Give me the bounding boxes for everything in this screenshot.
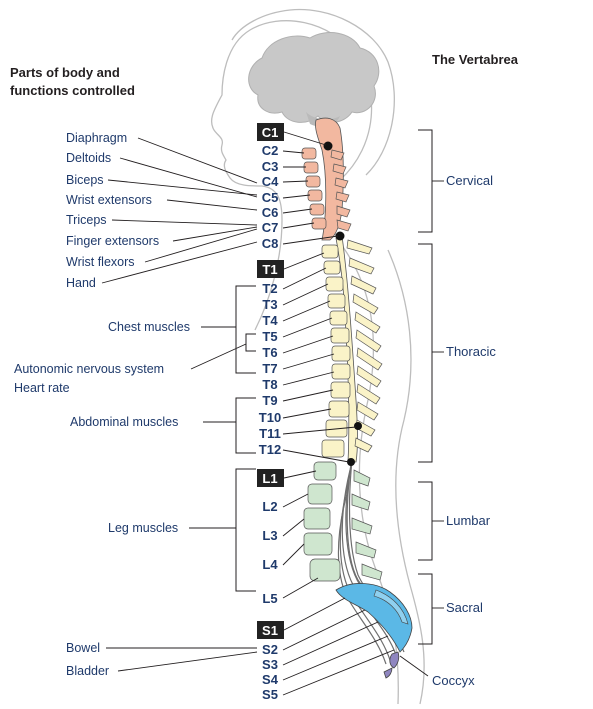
level-t10: T10 (259, 410, 281, 425)
level-box-t1 (257, 260, 284, 278)
level-l1: L1 (262, 471, 277, 486)
level-s5: S5 (262, 687, 278, 702)
level-s3: S3 (262, 657, 278, 672)
level-labels: C1 C2 C3 C4 C5 C6 C7 C8 T1 T2 T3 T4 T5 T… (257, 123, 284, 702)
level-s1: S1 (262, 623, 278, 638)
function-leader-lines (101, 137, 258, 672)
cervical-spine (301, 117, 352, 241)
level-t3: T3 (262, 297, 277, 312)
level-s4: S4 (262, 672, 279, 687)
level-c2: C2 (262, 143, 279, 158)
func-abdominal-muscles: Abdominal muscles (70, 415, 178, 429)
level-c1: C1 (262, 125, 279, 140)
func-autonomic: Autonomic nervous system (14, 362, 164, 376)
level-c7: C7 (262, 220, 279, 235)
thoracic-spine (321, 235, 383, 463)
level-t4: T4 (262, 313, 278, 328)
left-heading-line2: functions controlled (10, 83, 135, 98)
level-c8: C8 (262, 236, 279, 251)
func-bladder: Bladder (66, 664, 109, 678)
func-triceps: Triceps (66, 213, 107, 227)
level-l2: L2 (262, 499, 277, 514)
level-box-c1 (257, 123, 284, 141)
level-s2: S2 (262, 642, 278, 657)
func-leg-muscles: Leg muscles (108, 521, 178, 535)
level-c6: C6 (262, 205, 279, 220)
func-biceps: Biceps (66, 173, 104, 187)
func-bowel: Bowel (66, 641, 100, 655)
region-coccyx: Coccyx (432, 673, 475, 688)
func-hand: Hand (66, 276, 96, 290)
coccyx (383, 651, 400, 679)
right-heading: The Vertabrea (432, 52, 519, 67)
func-chest-muscles: Chest muscles (108, 320, 190, 334)
level-t5: T5 (262, 329, 277, 344)
level-t7: T7 (262, 361, 277, 376)
level-t2: T2 (262, 281, 277, 296)
region-lumbar: Lumbar (446, 513, 491, 528)
lumbar-spine (303, 461, 383, 582)
level-t1: T1 (262, 262, 277, 277)
func-deltoids: Deltoids (66, 151, 111, 165)
level-leader-lines (282, 131, 395, 696)
level-t6: T6 (262, 345, 277, 360)
level-l5: L5 (262, 591, 277, 606)
func-heart-rate: Heart rate (14, 381, 70, 395)
func-finger-extensors: Finger extensors (66, 234, 159, 248)
region-cervical: Cervical (446, 173, 493, 188)
cord-markers (323, 141, 362, 466)
function-labels: Diaphragm Deltoids Biceps Wrist extensor… (14, 131, 190, 678)
func-wrist-flexors: Wrist flexors (66, 255, 135, 269)
thoracic-spinous-processes (346, 239, 383, 453)
func-wrist-extensors: Wrist extensors (66, 193, 152, 207)
level-t9: T9 (262, 393, 277, 408)
region-thoracic: Thoracic (446, 344, 496, 359)
region-brackets: Cervical Thoracic Lumbar Sacral Coccyx (399, 129, 496, 688)
level-l3: L3 (262, 528, 277, 543)
level-t8: T8 (262, 377, 277, 392)
level-t11: T11 (259, 426, 281, 441)
region-sacral: Sacral (446, 600, 483, 615)
brain-illustration (248, 32, 380, 127)
level-c4: C4 (262, 174, 279, 189)
level-box-l1 (257, 469, 284, 487)
level-box-s1 (257, 621, 284, 639)
level-c3: C3 (262, 159, 279, 174)
level-t12: T12 (259, 442, 281, 457)
func-diaphragm: Diaphragm (66, 131, 127, 145)
level-c5: C5 (262, 190, 279, 205)
left-heading-line1: Parts of body and (10, 65, 120, 80)
level-l4: L4 (262, 557, 278, 572)
